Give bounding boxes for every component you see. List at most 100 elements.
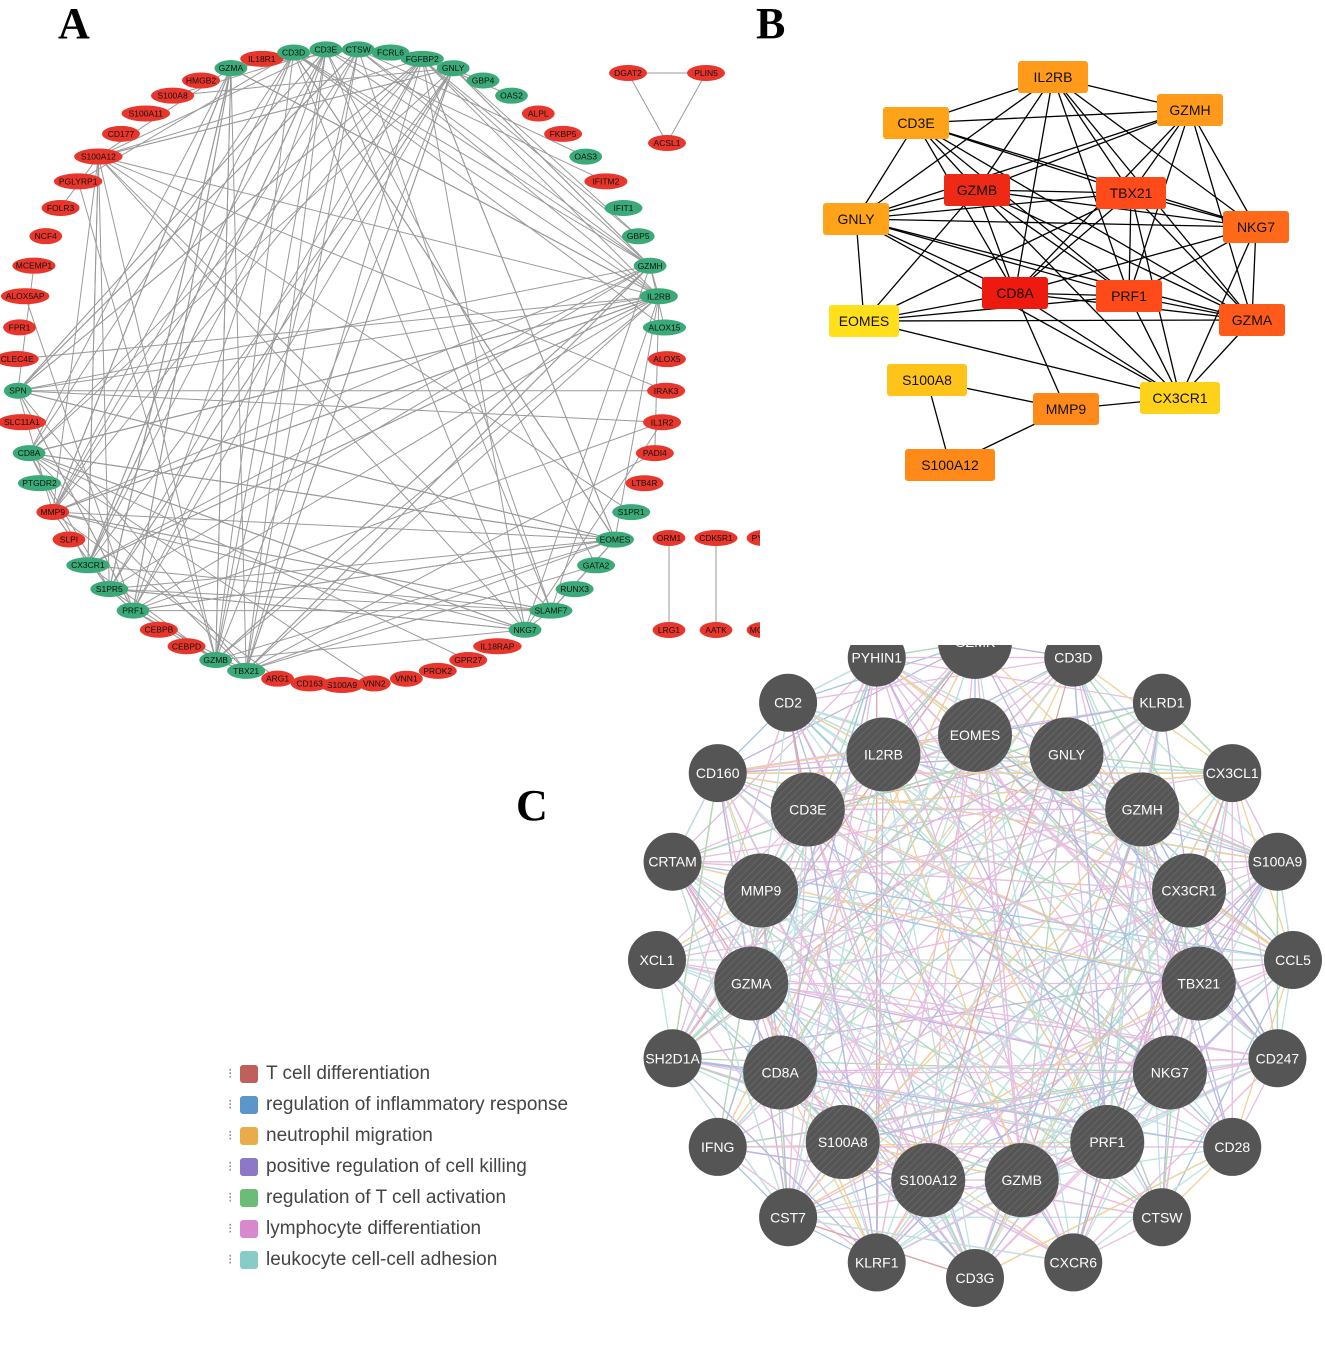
- node-label: CEBPB: [144, 625, 173, 635]
- network-edge: [717, 645, 971, 774]
- node-shape: [944, 174, 1010, 206]
- gene-node-s1pr1: S1PR1: [612, 504, 651, 521]
- node-shape: [595, 531, 634, 548]
- network-edge: [787, 1216, 1074, 1264]
- node-label: NKG7: [1237, 219, 1275, 235]
- node-shape: [1132, 673, 1191, 732]
- gene-node-gnly: GNLY: [1029, 717, 1104, 792]
- network-edge: [17, 390, 247, 672]
- gene-node-clec4e: CLEC4E: [0, 351, 39, 368]
- node-hatch: [1132, 1035, 1207, 1110]
- node-shape: [938, 645, 1012, 679]
- node-hatch: [1029, 717, 1104, 792]
- network-edge: [29, 295, 659, 454]
- network-edge: [293, 52, 616, 540]
- network-edge: [97, 156, 110, 590]
- gene-node-tbx21: TBX21: [227, 662, 266, 679]
- legend-swatch: [240, 1095, 258, 1114]
- network-edge: [855, 218, 1257, 228]
- gene-node-cx3cr1: CX3CR1: [66, 557, 110, 574]
- network-edge: [28, 58, 423, 454]
- gene-node-ltb4r: LTB4R: [625, 475, 664, 492]
- network-edge: [760, 889, 1199, 985]
- network-edge: [524, 265, 651, 630]
- panel-c-label: C: [516, 781, 548, 830]
- network-edge: [215, 539, 616, 661]
- node-label: S100A11: [129, 108, 164, 118]
- legend-handle-icon: ⁝: [228, 1096, 233, 1112]
- node-shape: [371, 44, 410, 61]
- network-edge: [787, 656, 1074, 704]
- network-edge: [421, 58, 639, 237]
- node-shape: [612, 504, 651, 521]
- network-edge: [325, 48, 651, 267]
- node-shape: [829, 305, 899, 337]
- network-edge: [452, 67, 651, 267]
- node-label: CX3CR1: [1152, 390, 1207, 406]
- gene-node-fcrl6: FCRL6: [371, 44, 410, 61]
- gene-node-il18rap: IL18RAP: [473, 638, 522, 655]
- network-edge: [52, 511, 616, 541]
- node-shape: [449, 652, 488, 669]
- gene-node-mgam: MGAM: [746, 622, 760, 638]
- gene-node-klrd1: KLRD1: [1132, 673, 1191, 732]
- node-label: FGFBP2: [406, 54, 439, 64]
- network-edge: [132, 421, 663, 612]
- network-edge: [28, 67, 454, 454]
- gene-node-pygl: PYGL: [746, 530, 760, 546]
- node-shape: [688, 1117, 747, 1176]
- gene-node-oas2: OAS2: [495, 87, 528, 104]
- node-label: MMP9: [40, 507, 65, 517]
- gene-node-fpr1: FPR1: [3, 319, 36, 336]
- gene-node-cd3d: CD3D: [1044, 645, 1103, 687]
- legend-swatch: [240, 1157, 258, 1176]
- node-shape: [116, 602, 150, 619]
- network-edge: [98, 156, 659, 297]
- gene-node-spn: SPN: [3, 382, 32, 399]
- network-edge: [172, 67, 454, 97]
- network-edge: [976, 109, 1191, 191]
- node-shape: [357, 675, 391, 692]
- node-label: SLPI: [60, 534, 78, 544]
- node-label: GZMB: [1002, 1172, 1042, 1188]
- node-label: IFNG: [701, 1139, 734, 1155]
- gene-node-cd2: CD2: [759, 673, 818, 732]
- node-shape: [1096, 280, 1162, 312]
- node-shape: [12, 257, 56, 274]
- node-label: GZMH: [1122, 801, 1163, 817]
- node-label: ALOX5AP: [6, 291, 45, 301]
- network-edge: [1189, 109, 1257, 228]
- network-edge: [863, 320, 1181, 399]
- network-edge: [17, 58, 423, 392]
- node-shape: [621, 228, 655, 245]
- node-shape: [746, 530, 760, 546]
- node-shape: [699, 622, 733, 638]
- gene-node-cx3cr1: CX3CR1: [1151, 853, 1226, 928]
- network-edge: [52, 511, 278, 680]
- node-shape: [643, 832, 702, 891]
- network-edge: [421, 58, 651, 267]
- legend-label: leukocyte cell-cell adhesion: [266, 1248, 498, 1270]
- legend-item-lymphocyte-differentiation: ⁝lymphocyte differentiation: [228, 1213, 568, 1244]
- network-edge: [98, 156, 632, 513]
- gene-node-cdk5r1: CDK5R1: [694, 530, 738, 546]
- gene-node-gzma: GZMA: [214, 60, 248, 77]
- gene-node-prok2: PROK2: [418, 662, 457, 679]
- node-shape: [1096, 177, 1166, 209]
- network-edge: [974, 734, 1171, 1073]
- network-edge: [245, 58, 423, 671]
- node-shape: [1044, 645, 1103, 687]
- network-edge: [17, 390, 663, 423]
- gene-node-folr3: FOLR3: [41, 199, 80, 216]
- node-label: MCEMP1: [16, 261, 53, 271]
- network-edge: [422, 58, 512, 97]
- node-shape: [584, 173, 628, 190]
- network-edge: [87, 564, 551, 612]
- hub-node-gnly: GNLY: [823, 203, 889, 235]
- node-label: CD8A: [761, 1065, 799, 1081]
- legend-swatch: [240, 1250, 258, 1269]
- network-edge: [1052, 76, 1132, 194]
- network-edge: [751, 889, 1190, 985]
- gene-node-s100a8: S100A8: [805, 1105, 880, 1180]
